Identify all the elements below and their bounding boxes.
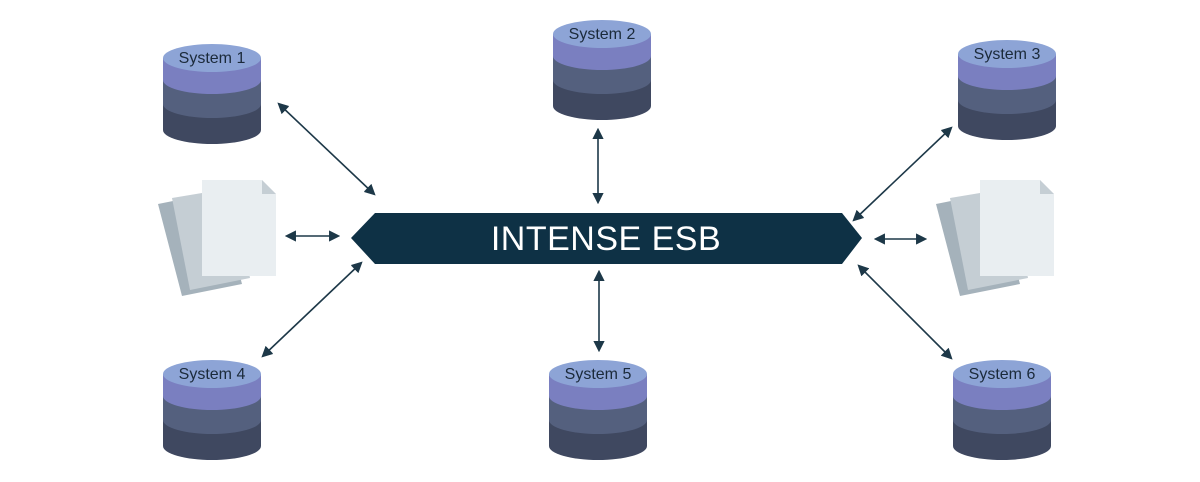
system-2-label: System 2 <box>569 26 636 43</box>
system-1-label: System 1 <box>179 50 246 67</box>
system-4-label: System 4 <box>179 366 246 383</box>
system-5-database-icon: System 5 <box>549 360 647 460</box>
system-3-database-icon: System 3 <box>958 40 1056 140</box>
esb-bus: INTENSE ESB <box>351 213 862 264</box>
connectors <box>261 102 953 360</box>
arrow-system-3-bus <box>852 126 953 222</box>
system-6-label: System 6 <box>969 366 1036 383</box>
documents-right-icon <box>936 180 1054 296</box>
system-5-label: System 5 <box>565 366 632 383</box>
documents-left-icon <box>158 180 276 296</box>
system-1-database-icon: System 1 <box>163 44 261 144</box>
arrow-system-4-bus <box>261 261 363 358</box>
system-4-database-icon: System 4 <box>163 360 261 460</box>
system-3-label: System 3 <box>974 46 1041 63</box>
esb-bus-label: INTENSE ESB <box>491 220 721 258</box>
arrow-system-6-bus <box>857 264 953 360</box>
system-6-database-icon: System 6 <box>953 360 1051 460</box>
arrow-system-1-bus <box>277 102 376 196</box>
system-2-database-icon: System 2 <box>553 20 651 120</box>
